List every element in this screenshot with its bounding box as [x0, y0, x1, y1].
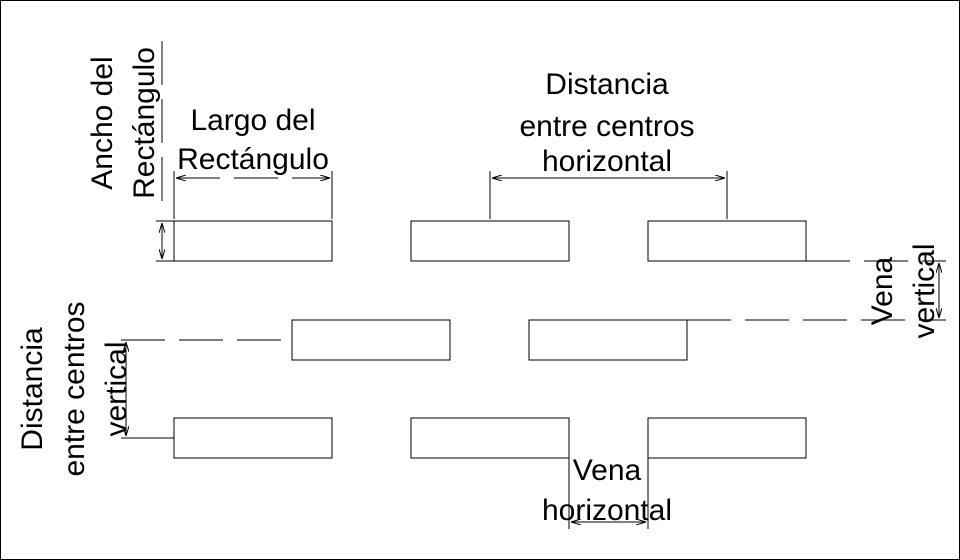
rectangles: [173, 220, 807, 459]
vertical-distance-label-line2: entre centros: [58, 301, 91, 476]
vertical-distance-label: Distancia entre centros vertical: [16, 301, 133, 476]
rectangle-r1-c2: [410, 220, 570, 262]
vertical-distance-label-line1: Distancia: [16, 327, 49, 451]
vertical-vein-label: Vena vertical: [866, 243, 941, 338]
rectangle-r3-c2: [410, 417, 570, 459]
vertical-distance-label-line3: vertical: [100, 341, 133, 436]
rectangle-r3-c3: [647, 417, 807, 459]
rectangle-r1-c3: [647, 220, 807, 262]
width-label-line1: Ancho del: [86, 56, 119, 189]
horizontal-distance-label-line2: entre centros: [519, 110, 694, 143]
width-label-line2: Rectángulo: [128, 47, 161, 199]
horizontal-vein-label-line2: horizontal: [542, 494, 672, 527]
rectangle-r3-c1: [173, 417, 333, 459]
length-label-line1: Largo del: [190, 104, 315, 137]
horizontal-distance-label-line1: Distancia: [545, 68, 669, 101]
horizontal-vein-label-line1: Vena: [573, 454, 642, 487]
vertical-vein-label-line2: vertical: [908, 243, 941, 338]
width-label: Ancho del Rectángulo: [86, 47, 161, 199]
rectangle-r2-c1: [291, 319, 451, 361]
horizontal-center-distance-dimension: [489, 171, 728, 219]
width-dimension: [156, 41, 174, 262]
rectangle-r1-c1: [173, 220, 333, 262]
vertical-vein-dimension: [687, 260, 946, 321]
rectangle-r2-c2: [528, 319, 688, 361]
vertical-center-distance-dimension: [121, 339, 292, 439]
horizontal-vein-dimension: [568, 458, 649, 529]
length-dimension: [173, 171, 333, 219]
length-label-line2: Rectángulo: [177, 143, 329, 176]
horizontal-distance-label-line3: horizontal: [542, 145, 672, 178]
vertical-vein-label-line1: Vena: [866, 256, 899, 325]
